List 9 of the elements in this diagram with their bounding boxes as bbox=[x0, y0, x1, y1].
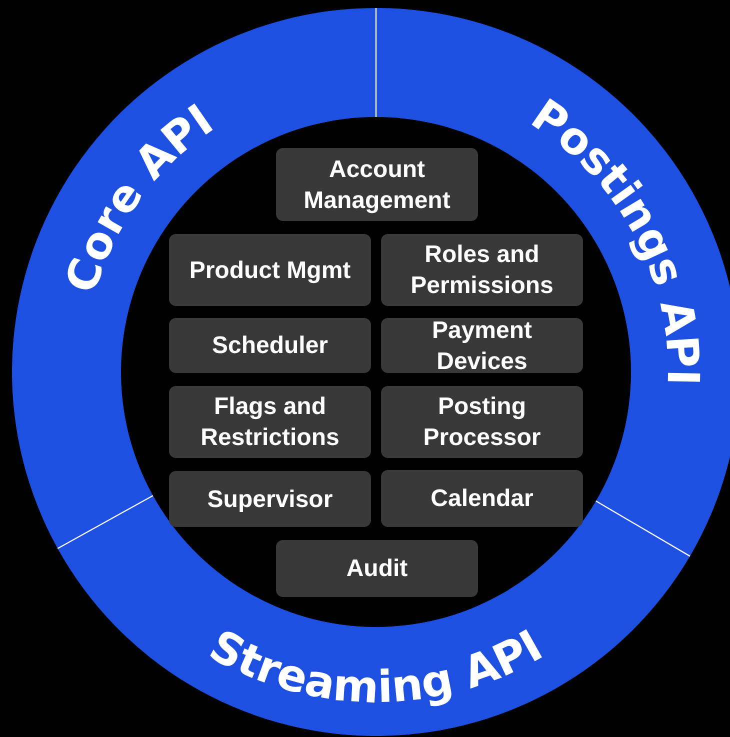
module-box: Scheduler bbox=[169, 318, 371, 373]
module-box: Account Management bbox=[276, 148, 478, 221]
module-box: Audit bbox=[276, 540, 478, 597]
module-box: Calendar bbox=[381, 470, 583, 527]
module-box: Posting Processor bbox=[381, 386, 583, 458]
module-box: Flags and Restrictions bbox=[169, 386, 371, 458]
module-box: Product Mgmt bbox=[169, 234, 371, 306]
module-box: Payment Devices bbox=[381, 318, 583, 373]
module-box: Supervisor bbox=[169, 471, 371, 527]
